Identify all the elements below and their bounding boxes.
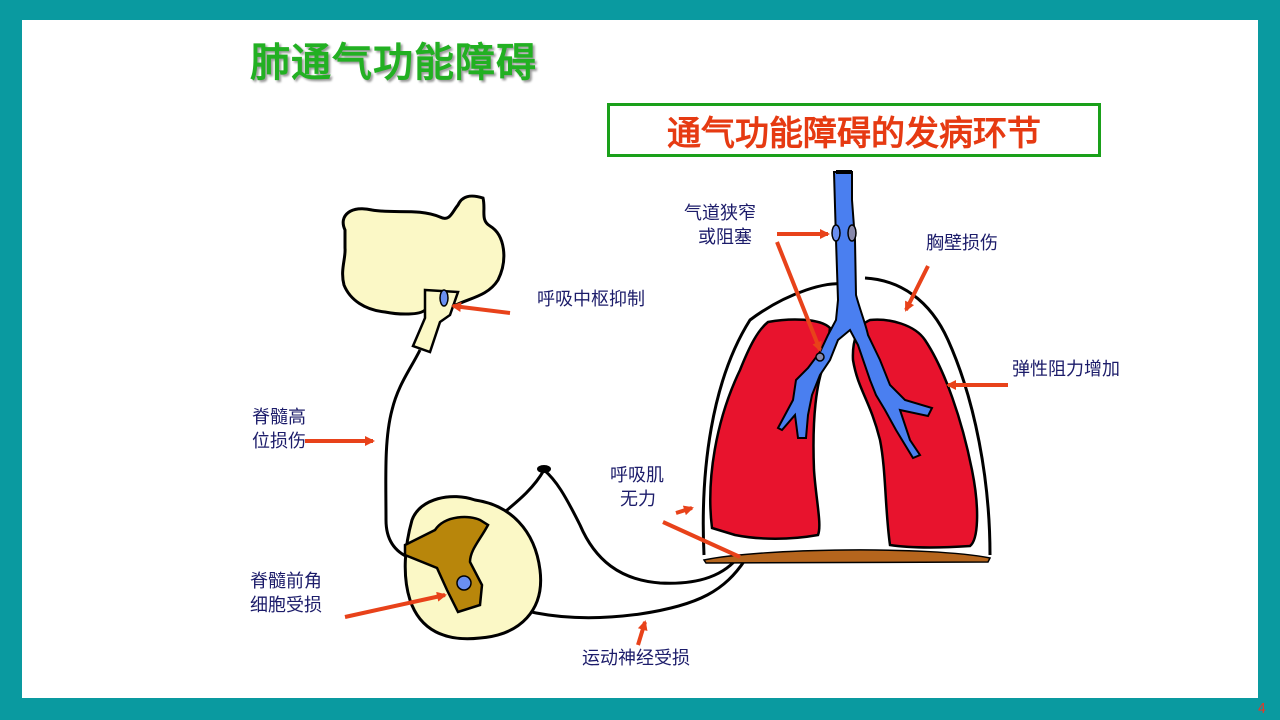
slide-title: 肺通气功能障碍 [250, 40, 537, 86]
anterior-horn-cell-icon [456, 575, 472, 591]
label-anterior-horn-2: 细胞受损 [250, 595, 322, 616]
label-respiratory-muscle-1: 呼吸肌 [610, 465, 664, 486]
chest-wall-outline [701, 276, 992, 556]
trachea-icon [776, 170, 934, 460]
label-elastic-resistance: 弹性阻力增加 [1012, 359, 1120, 380]
label-airway-1: 气道狭窄 [684, 203, 756, 224]
label-respiratory-center: 呼吸中枢抑制 [537, 289, 645, 310]
label-anterior-horn-1: 脊髓前角 [250, 571, 322, 592]
diagram-title-box: 通气功能障碍的发病环节 [607, 103, 1101, 157]
label-airway-2: 或阻塞 [698, 227, 752, 248]
spinal-cord-section-icon [403, 495, 543, 641]
label-spinal-cord-high-2: 位损伤 [252, 431, 306, 452]
label-spinal-cord-high-1: 脊髓高 [252, 407, 306, 428]
label-motor-nerve: 运动神经受损 [582, 648, 690, 669]
page-number: 4 [1257, 702, 1266, 717]
slide-canvas [22, 20, 1258, 698]
label-respiratory-muscle-2: 无力 [620, 489, 656, 510]
lungs-icon [709, 318, 979, 549]
arrow-icon [305, 229, 1008, 646]
label-chest-wall: 胸壁损伤 [926, 233, 998, 254]
respiratory-center-icon [439, 289, 449, 307]
brain-icon [341, 194, 506, 354]
diaphragm [702, 549, 992, 564]
